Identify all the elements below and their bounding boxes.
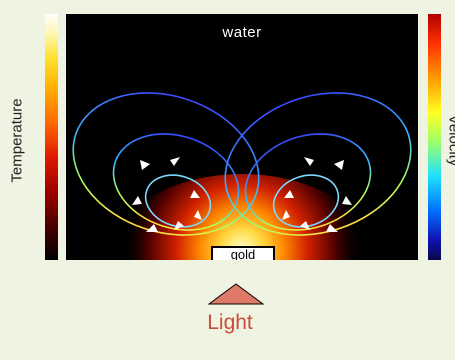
flow-arrow-icon xyxy=(140,160,150,170)
temperature-axis-label: Temperature xyxy=(4,80,30,200)
velocity-label-text: Velocity xyxy=(446,114,455,166)
flow-field xyxy=(66,14,418,260)
flow-arrow-icon xyxy=(304,157,314,166)
temperature-colorbar xyxy=(45,14,58,260)
light-arrow-icon xyxy=(207,283,265,305)
flow-arrow-icon xyxy=(170,157,180,166)
temperature-label-text: Temperature xyxy=(9,98,26,182)
flow-arrow-icon xyxy=(334,160,344,170)
flow-arrow-icon xyxy=(342,196,352,205)
velocity-axis-label: Velocity xyxy=(441,80,455,200)
gold-nanoparticle: gold xyxy=(211,246,275,260)
velocity-colorbar xyxy=(428,14,441,260)
simulation-panel: water gold xyxy=(66,14,418,260)
water-label: water xyxy=(66,24,418,41)
flow-arrow-icon xyxy=(132,196,142,205)
light-label: Light xyxy=(190,311,270,335)
